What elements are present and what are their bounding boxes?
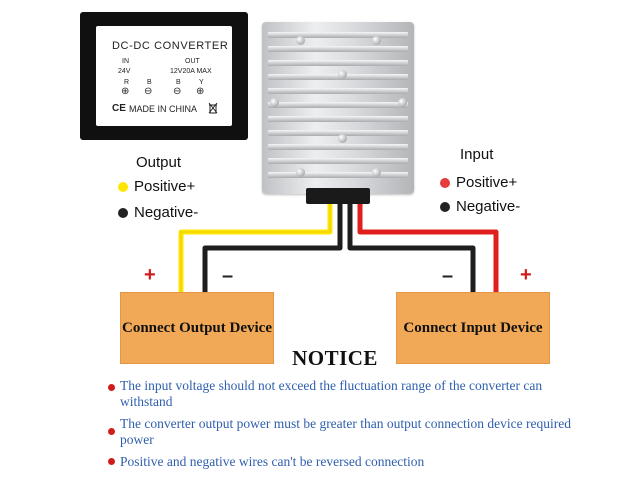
terminal-y-plus-icon: ⊕ xyxy=(196,86,205,97)
recycle-bin-icon xyxy=(208,102,218,114)
terminal-b1-minus-icon: ⊖ xyxy=(144,86,153,97)
terminal-b1-label: B xyxy=(147,79,152,86)
input-positive-wire xyxy=(357,200,499,292)
output-positive-label: Positive+ xyxy=(134,178,196,195)
label-in: IN xyxy=(122,58,129,65)
terminal-r-plus-icon: ⊕ xyxy=(121,86,130,97)
input-minus-sign: – xyxy=(442,265,454,287)
terminal-b2-minus-icon: ⊖ xyxy=(173,86,182,97)
output-legend-title: Output xyxy=(136,154,182,171)
black-dot-icon xyxy=(440,201,450,212)
input-legend-positive: Positive+ xyxy=(440,174,517,191)
input-plus-sign: + xyxy=(520,264,532,286)
made-in-china: MADE IN CHINA xyxy=(129,104,198,114)
input-negative-label: Negative- xyxy=(456,198,521,215)
product-label-plate: DC-DC CONVERTER IN OUT 24V 12V20A MAX R … xyxy=(96,26,232,126)
input-positive-label: Positive+ xyxy=(456,174,518,191)
label-out: OUT xyxy=(185,58,200,65)
label-out-rating: 12V20A MAX xyxy=(170,68,212,75)
input-legend-negative: Negative- xyxy=(440,198,520,215)
terminal-r-label: R xyxy=(124,79,130,86)
input-device-box: Connect Input Device xyxy=(396,292,550,364)
converter-heatsink xyxy=(262,22,414,194)
output-positive-wire-edge xyxy=(180,200,331,292)
ce-mark: CE xyxy=(112,103,126,114)
input-legend-title: Input xyxy=(460,146,494,163)
output-plus-sign: + xyxy=(144,264,156,286)
notice-item-2: The converter output power must be great… xyxy=(120,416,571,447)
output-negative-label: Negative- xyxy=(134,204,199,221)
black-dot-icon xyxy=(118,207,128,218)
output-legend-negative: Negative- xyxy=(118,204,198,221)
label-title: DC-DC CONVERTER xyxy=(112,40,229,52)
output-legend-positive: Positive+ xyxy=(118,178,195,195)
red-dot-icon xyxy=(440,177,450,188)
output-device-box: Connect Output Device xyxy=(120,292,274,364)
notice-bullet-icon xyxy=(108,428,115,435)
output-negative-wire xyxy=(202,200,343,292)
input-device-label: Connect Input Device xyxy=(403,319,543,336)
terminal-y-label: Y xyxy=(199,79,204,86)
cable-gland xyxy=(306,188,370,204)
notice-item-1: The input voltage should not exceed the … xyxy=(120,378,543,409)
notice-title: NOTICE xyxy=(292,346,378,370)
output-device-label: Connect Output Device xyxy=(122,319,272,336)
terminal-b2-label: B xyxy=(176,79,181,86)
yellow-dot-icon xyxy=(118,181,128,192)
label-in-voltage: 24V xyxy=(118,68,131,75)
notice-item-3: Positive and negative wires can't be rev… xyxy=(120,454,425,469)
notice-bullet-icon xyxy=(108,384,115,391)
notice-bullet-icon xyxy=(108,458,115,465)
output-minus-sign: – xyxy=(222,265,234,287)
input-negative-wire xyxy=(347,200,476,292)
